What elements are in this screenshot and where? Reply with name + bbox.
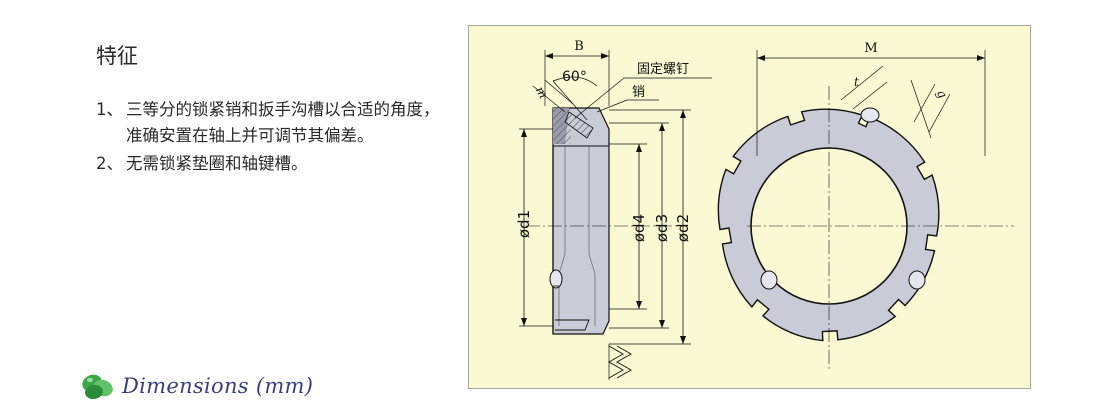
feature-list: 1、 三等分的锁紧销和扳手沟槽以合适的角度，准确安置在轴上并可调节其偏差。 2、…: [96, 97, 456, 177]
dimension-m: m: [533, 79, 574, 113]
dimensions-heading: Dimensions (mm): [80, 371, 313, 401]
angle-60: 60°: [552, 69, 598, 121]
dimension-d2: ød2: [609, 109, 692, 345]
set-screw-callout: 固定螺钉: [574, 62, 712, 119]
label-t: t: [854, 75, 859, 89]
dimensions-label: Dimensions (mm): [122, 374, 314, 398]
green-leaf-icon: [82, 374, 113, 400]
label-d4: ød4: [630, 214, 648, 242]
dimension-d1: ød1: [515, 128, 553, 327]
label-angle: 60°: [562, 69, 587, 85]
technical-drawing-panel: ød1 ød4 ød3 ød2: [468, 25, 1031, 389]
dimension-M: M: [756, 41, 986, 156]
dimension-B: B: [544, 39, 610, 106]
thread-symbol: [608, 344, 632, 380]
feature-text: 无需锁紧垫圈和轴键槽。: [126, 154, 308, 173]
dimension-t: t: [840, 65, 888, 110]
feature-number: 1、: [96, 100, 123, 119]
label-M: M: [864, 41, 877, 56]
feature-number: 2、: [96, 154, 123, 173]
features-title: 特征: [96, 44, 138, 68]
label-set-screw: 固定螺钉: [637, 62, 689, 77]
label-d2: ød2: [674, 214, 692, 242]
front-view: [717, 86, 1014, 371]
feature-text: 三等分的锁紧销和扳手沟槽以合适的角度，准确安置在轴上并可调节其偏差。: [126, 100, 440, 145]
side-section-view: [549, 107, 610, 335]
dimension-d4: ød4: [609, 143, 648, 310]
feature-item: 1、 三等分的锁紧销和扳手沟槽以合适的角度，准确安置在轴上并可调节其偏差。: [96, 97, 456, 149]
dimension-g: g: [910, 79, 951, 139]
label-B: B: [574, 39, 584, 54]
label-d3: ød3: [653, 214, 671, 242]
label-d1: ød1: [515, 210, 533, 238]
pin-callout: 销: [596, 85, 659, 113]
feature-item: 2、 无需锁紧垫圈和轴键槽。: [96, 151, 456, 177]
label-pin: 销: [632, 85, 645, 100]
lock-nut-drawing: ød1 ød4 ød3 ød2: [515, 39, 1014, 380]
dimension-d3: ød3: [609, 122, 671, 329]
